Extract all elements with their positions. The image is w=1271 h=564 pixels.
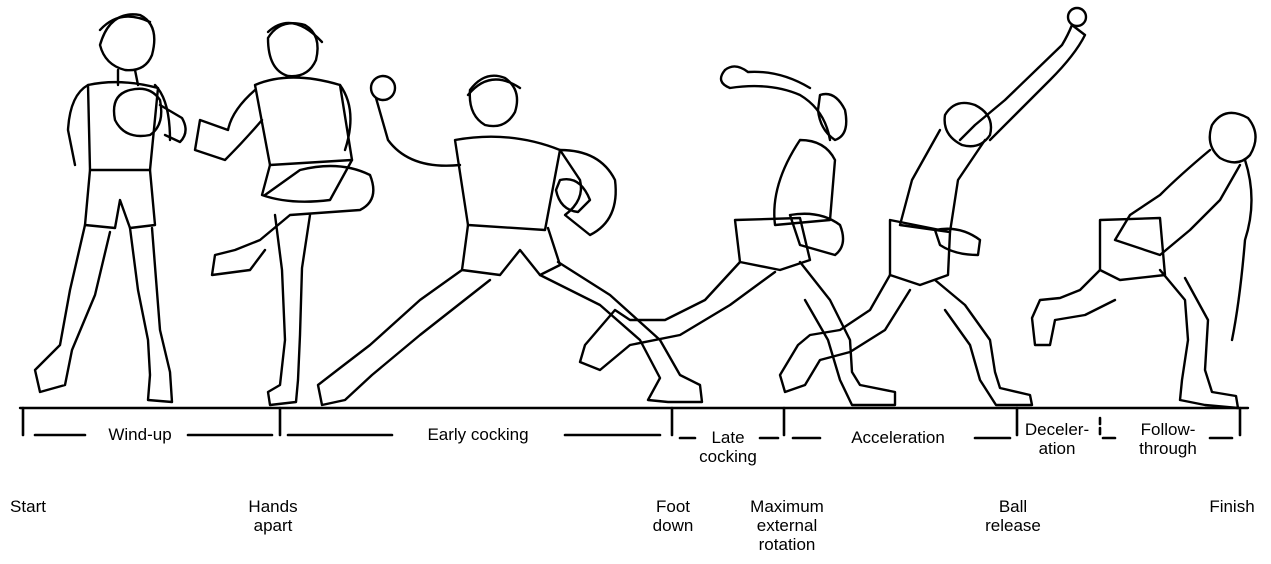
event-label-foot-down: Foot down — [653, 497, 694, 535]
pitcher-wind-up-figure — [35, 14, 186, 402]
phase-label-acceleration: Acceleration — [851, 428, 945, 447]
phase-label-deceleration: Deceler- ation — [1025, 420, 1089, 458]
pitcher-late-cocking-figure — [580, 66, 895, 405]
event-label-max-external-rotation: Maximum external rotation — [750, 497, 824, 554]
event-label-hands-apart: Hands apart — [248, 497, 297, 535]
event-label-finish: Finish — [1209, 497, 1254, 516]
event-label-ball-release: Ball release — [985, 497, 1041, 535]
phase-label-follow-through: Follow- through — [1139, 420, 1197, 458]
phase-label-early-cocking: Early cocking — [427, 425, 528, 444]
phase-label-wind-up: Wind-up — [108, 425, 171, 444]
pitcher-hands-apart-figure — [195, 23, 373, 405]
event-label-start: Start — [10, 497, 46, 516]
pitcher-early-cocking-figure — [318, 76, 702, 405]
phase-label-late-cocking: Late cocking — [699, 428, 757, 466]
pitcher-follow-through-figure — [1032, 113, 1256, 408]
